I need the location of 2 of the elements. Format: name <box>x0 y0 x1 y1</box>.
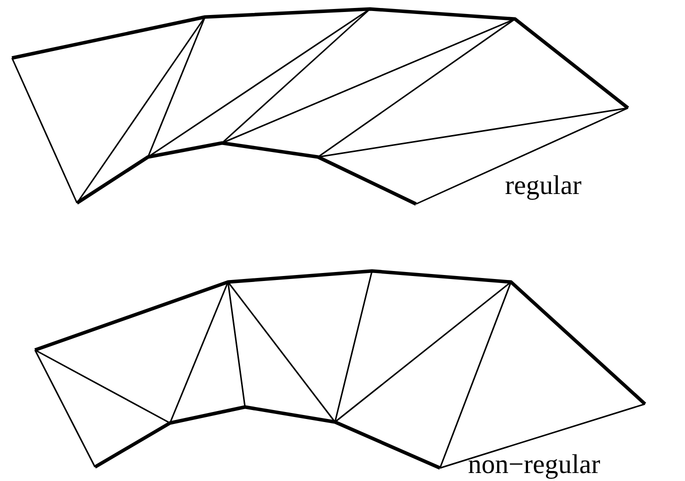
caption-text: regular <box>505 172 582 199</box>
caption-text: non−regular <box>468 451 600 478</box>
